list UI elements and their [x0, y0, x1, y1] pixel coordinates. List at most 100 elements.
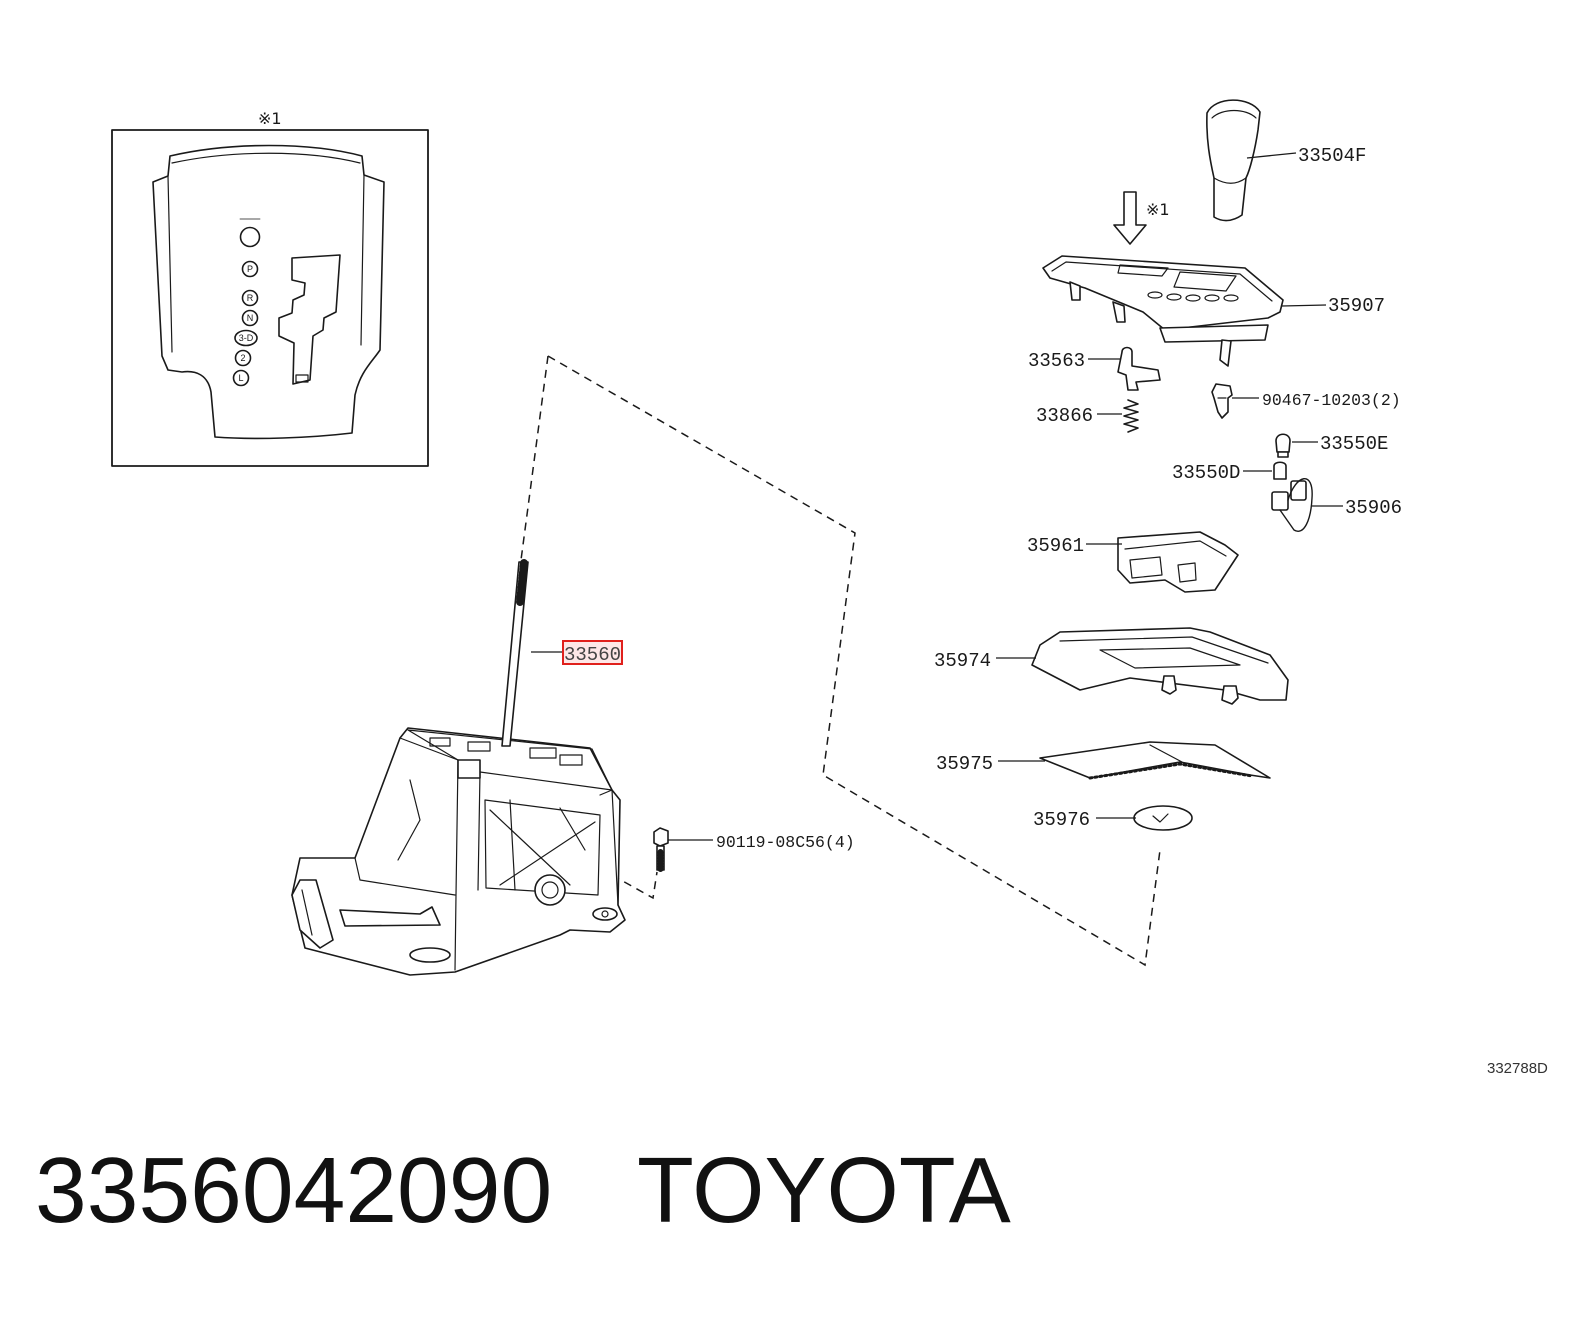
- indicator-plate-hole: [1147, 291, 1163, 299]
- shift-bezel-outline: [1031, 627, 1289, 701]
- shift-position-plate-outline: [152, 144, 385, 440]
- bracket-rib: [489, 809, 571, 886]
- indicator-plate-hole: [1185, 294, 1201, 302]
- bracket-corner-block: [457, 759, 481, 779]
- inset-panel: ※1 P R N 3-D 2 L: [111, 109, 429, 467]
- down-arrow-icon: [1113, 191, 1147, 245]
- indicator-plate-clip: [1112, 301, 1126, 323]
- shift-position-plate: P R N 3-D 2 L: [152, 144, 385, 440]
- compression-spring: 33866: [1036, 399, 1139, 433]
- indicator-plate-bevel: [1051, 261, 1273, 302]
- callout-socket-and-wire[interactable]: 35906: [1345, 497, 1402, 519]
- shift-bezel-opening: [1099, 647, 1241, 669]
- bracket-top-hole: [559, 754, 583, 766]
- indicator-housing-outline: [1117, 531, 1239, 593]
- bracket-face-edge: [397, 779, 421, 861]
- callout-bulb[interactable]: 33550E: [1320, 433, 1388, 455]
- bulb-holder: 33550D: [1172, 461, 1287, 484]
- callout-shift-knob[interactable]: 33504F: [1298, 145, 1366, 167]
- shift-bezel-clip: [1161, 675, 1177, 695]
- shift-knob-outline: [1206, 99, 1261, 222]
- leader-line: [1281, 304, 1327, 307]
- assembly-boundary: [520, 355, 1161, 967]
- assembly-boundary-line: [520, 355, 549, 561]
- shift-lever-bracket-edge: [354, 857, 456, 896]
- indicator-plate-window: [1173, 271, 1237, 292]
- callout-slide-strip[interactable]: 35975: [936, 753, 993, 775]
- slide-strip-serrations: [1088, 762, 1254, 780]
- shift-lever-bracket-edge: [454, 759, 459, 971]
- slide-strip-seam: [1149, 744, 1183, 763]
- shift-lever-bracket-edge: [477, 771, 481, 891]
- gate-position-l-circle: [232, 369, 250, 387]
- clip: 90467-10203(2): [1211, 383, 1401, 419]
- callout-bolt[interactable]: 90119-08C56(4): [716, 833, 855, 852]
- leader-line: [1246, 152, 1297, 159]
- shift-bezel-clip: [1221, 685, 1239, 705]
- bolt-axis-line: [611, 871, 658, 900]
- callout-indicator-housing[interactable]: 35961: [1027, 535, 1084, 557]
- gate-position-2: 2: [240, 353, 245, 363]
- bolt-head: [653, 827, 669, 847]
- bracket-top-hole: [467, 741, 491, 752]
- shift-bezel-edge: [1059, 636, 1269, 664]
- indicator-housing-window: [1129, 556, 1163, 579]
- indicator-housing: 35961: [1027, 531, 1239, 593]
- pivot-boss: [534, 874, 566, 906]
- gate-position-2-circle: [234, 349, 252, 367]
- bulb: 33550E: [1275, 433, 1388, 458]
- cover-disc: 35976: [1033, 805, 1193, 831]
- gate-position-p: P: [247, 264, 253, 274]
- callout-lock-release-button[interactable]: 33563: [1028, 350, 1085, 372]
- shift-knob: 33504F: [1206, 99, 1366, 222]
- cover-disc-mark: [1152, 813, 1169, 823]
- bulb-base: [1277, 451, 1289, 458]
- bracket-rib: [509, 799, 516, 891]
- inset-reference-mark: ※1: [258, 109, 282, 128]
- cable-channel-groove: [301, 889, 313, 936]
- shift-lever-assembly: 33560: [291, 559, 626, 976]
- bracket-side-edge: [599, 789, 619, 906]
- highlight-box: [562, 640, 623, 665]
- arrow-reference-mark: ※1: [1146, 200, 1170, 219]
- shift-position-plate-edge: [167, 175, 173, 353]
- shift-lever-bracket-top: [407, 729, 613, 791]
- lock-release-button: 33563: [1028, 346, 1161, 391]
- cover-disc-outline: [1133, 805, 1193, 831]
- socket-body: [1271, 491, 1289, 511]
- gate-position-3d: 3-D: [239, 333, 254, 343]
- shift-gate-slot-end: [295, 374, 309, 383]
- callout-bulb-holder[interactable]: 33550D: [1172, 462, 1240, 484]
- callout-shift-bezel[interactable]: 35974: [934, 650, 991, 672]
- indicator-plate-clip: [1069, 281, 1081, 301]
- callout-cover-disc[interactable]: 35976: [1033, 809, 1090, 831]
- gate-position-r: R: [247, 293, 254, 303]
- assembly-boundary-line: [547, 355, 1161, 967]
- clip-outline: [1211, 383, 1233, 419]
- cable-channel: [291, 879, 334, 949]
- pivot-boss-hole: [541, 881, 559, 899]
- gate-position-3d-circle: [234, 329, 258, 347]
- indicator-plate-clip: [1219, 339, 1232, 367]
- wire-connector: [1290, 480, 1307, 501]
- wire-harness: [1279, 478, 1313, 532]
- compression-spring-coil: [1123, 399, 1139, 433]
- indicator-plate-lower-bar: [1159, 324, 1269, 343]
- mounting-hole: [601, 910, 609, 918]
- bracket-top-hole: [429, 737, 451, 747]
- lock-release-button-outline: [1117, 346, 1161, 391]
- gate-position-p-circle: [241, 260, 259, 278]
- bulb-holder-outline: [1273, 461, 1287, 480]
- shift-bezel: 35974: [934, 627, 1289, 705]
- mounting-foot: [409, 947, 451, 963]
- callout-shift-lever-assembly[interactable]: 33560: [564, 644, 621, 666]
- indicator-plate-window: [1117, 264, 1169, 277]
- callout-indicator-plate[interactable]: 35907: [1328, 295, 1385, 317]
- bulb-glass: [1275, 433, 1291, 453]
- slide-strip: 35975: [936, 741, 1271, 780]
- callout-clip[interactable]: 90467-10203(2): [1262, 391, 1401, 410]
- callout-compression-spring[interactable]: 33866: [1036, 405, 1093, 427]
- shift-knob-seam: [1213, 177, 1247, 184]
- bolt: 90119-08C56(4): [653, 827, 855, 872]
- reference-arrow: ※1: [1113, 191, 1170, 245]
